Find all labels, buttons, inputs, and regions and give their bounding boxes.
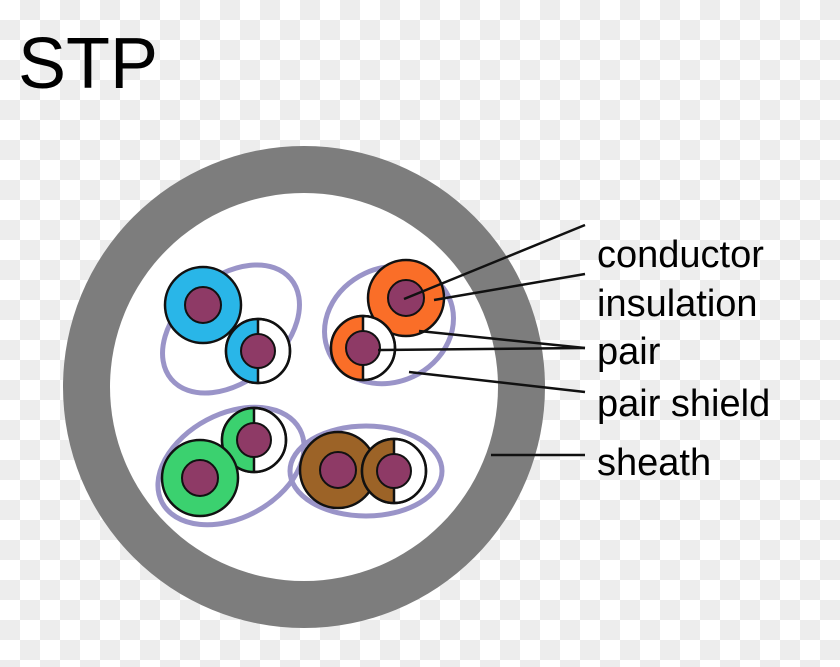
label-pair-shield: pair shield [597, 383, 771, 425]
green-stripe-conductor [236, 422, 272, 458]
blue-solid-conductor [184, 286, 222, 324]
brown-stripe-conductor [376, 453, 412, 489]
leader-insulation [433, 272, 586, 302]
sheath-ring [63, 146, 545, 628]
leader-pair-shield [408, 370, 586, 394]
twisted-pairs-group [155, 258, 456, 528]
page-title: STP [18, 24, 159, 104]
orange-stripe-conductor [345, 330, 381, 366]
brown-solid-conductor [319, 451, 357, 489]
leader-conductor [403, 223, 586, 301]
leader-lines-group [377, 223, 586, 457]
orange-stripe [329, 314, 397, 382]
green-solid [160, 438, 240, 518]
blue-stripe [224, 317, 292, 385]
label-conductor: conductor [597, 234, 764, 276]
label-sheath: sheath [597, 442, 712, 484]
pair-blue [160, 262, 302, 396]
pair-green-shield [155, 404, 307, 528]
label-pair: pair [597, 331, 661, 373]
brown-solid [298, 430, 378, 510]
green-stripe [220, 406, 288, 474]
blue-stripe-conductor [240, 333, 276, 369]
pair-brown-shield [287, 423, 445, 519]
cable-core-fill [110, 193, 498, 581]
pair-brown [287, 423, 445, 519]
leader-pair-a [418, 329, 586, 350]
pair-orange [322, 258, 456, 387]
leader-pair-b [377, 346, 586, 352]
label-insulation: insulation [597, 283, 758, 325]
green-solid-conductor [181, 459, 219, 497]
blue-solid [163, 265, 243, 345]
pair-green [155, 404, 307, 528]
brown-stripe [360, 437, 428, 505]
